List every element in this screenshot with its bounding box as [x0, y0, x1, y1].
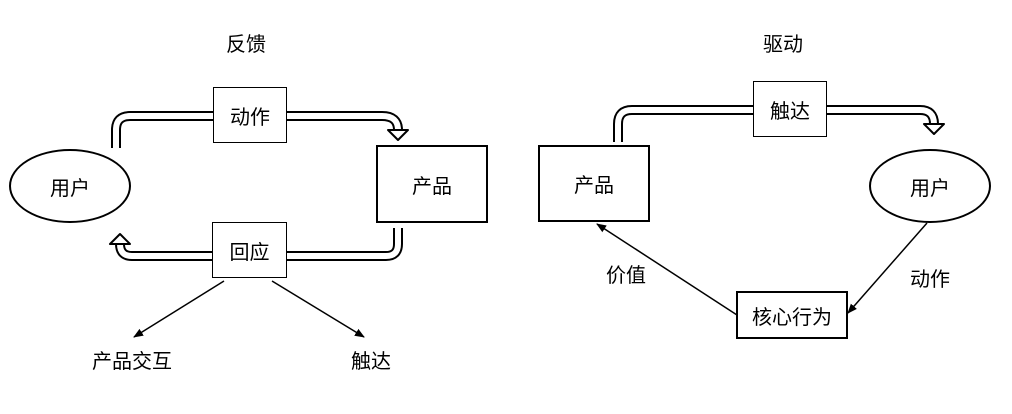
right-user-node-label: 用户 [910, 175, 950, 200]
arrow-core-to-product [596, 223, 738, 316]
right-reach-label: 触达 [770, 98, 810, 123]
arrow-to-reach [271, 280, 365, 338]
right-user-node[interactable]: 用户 [869, 149, 991, 223]
left-action-label: 动作 [230, 104, 270, 129]
left-diagram-title: 反馈 [226, 32, 266, 56]
right-product-node-label: 产品 [574, 173, 614, 197]
left-user-node[interactable]: 用户 [9, 149, 131, 223]
arrow-to-product-interaction [133, 280, 225, 338]
core-behavior-node-label: 核心行为 [752, 304, 832, 329]
core-behavior-node[interactable]: 核心行为 [736, 291, 848, 339]
value-edge-label: 价值 [606, 263, 646, 287]
left-user-node-label: 用户 [50, 175, 90, 200]
left-response-label: 回应 [229, 239, 270, 264]
left-response-label-box[interactable]: 回应 [212, 222, 287, 278]
branch-reach: 触达 [351, 349, 391, 373]
left-product-node-label: 产品 [412, 173, 452, 198]
right-diagram-title: 驱动 [763, 32, 803, 56]
right-product-node[interactable]: 产品 [538, 145, 650, 222]
arrow-user-to-core [847, 222, 928, 314]
left-product-node[interactable]: 产品 [376, 145, 488, 223]
right-reach-label-box[interactable]: 触达 [753, 81, 827, 137]
left-action-label-box[interactable]: 动作 [213, 87, 287, 143]
action-edge-label: 动作 [910, 267, 950, 291]
branch-product-interaction: 产品交互 [92, 349, 172, 373]
